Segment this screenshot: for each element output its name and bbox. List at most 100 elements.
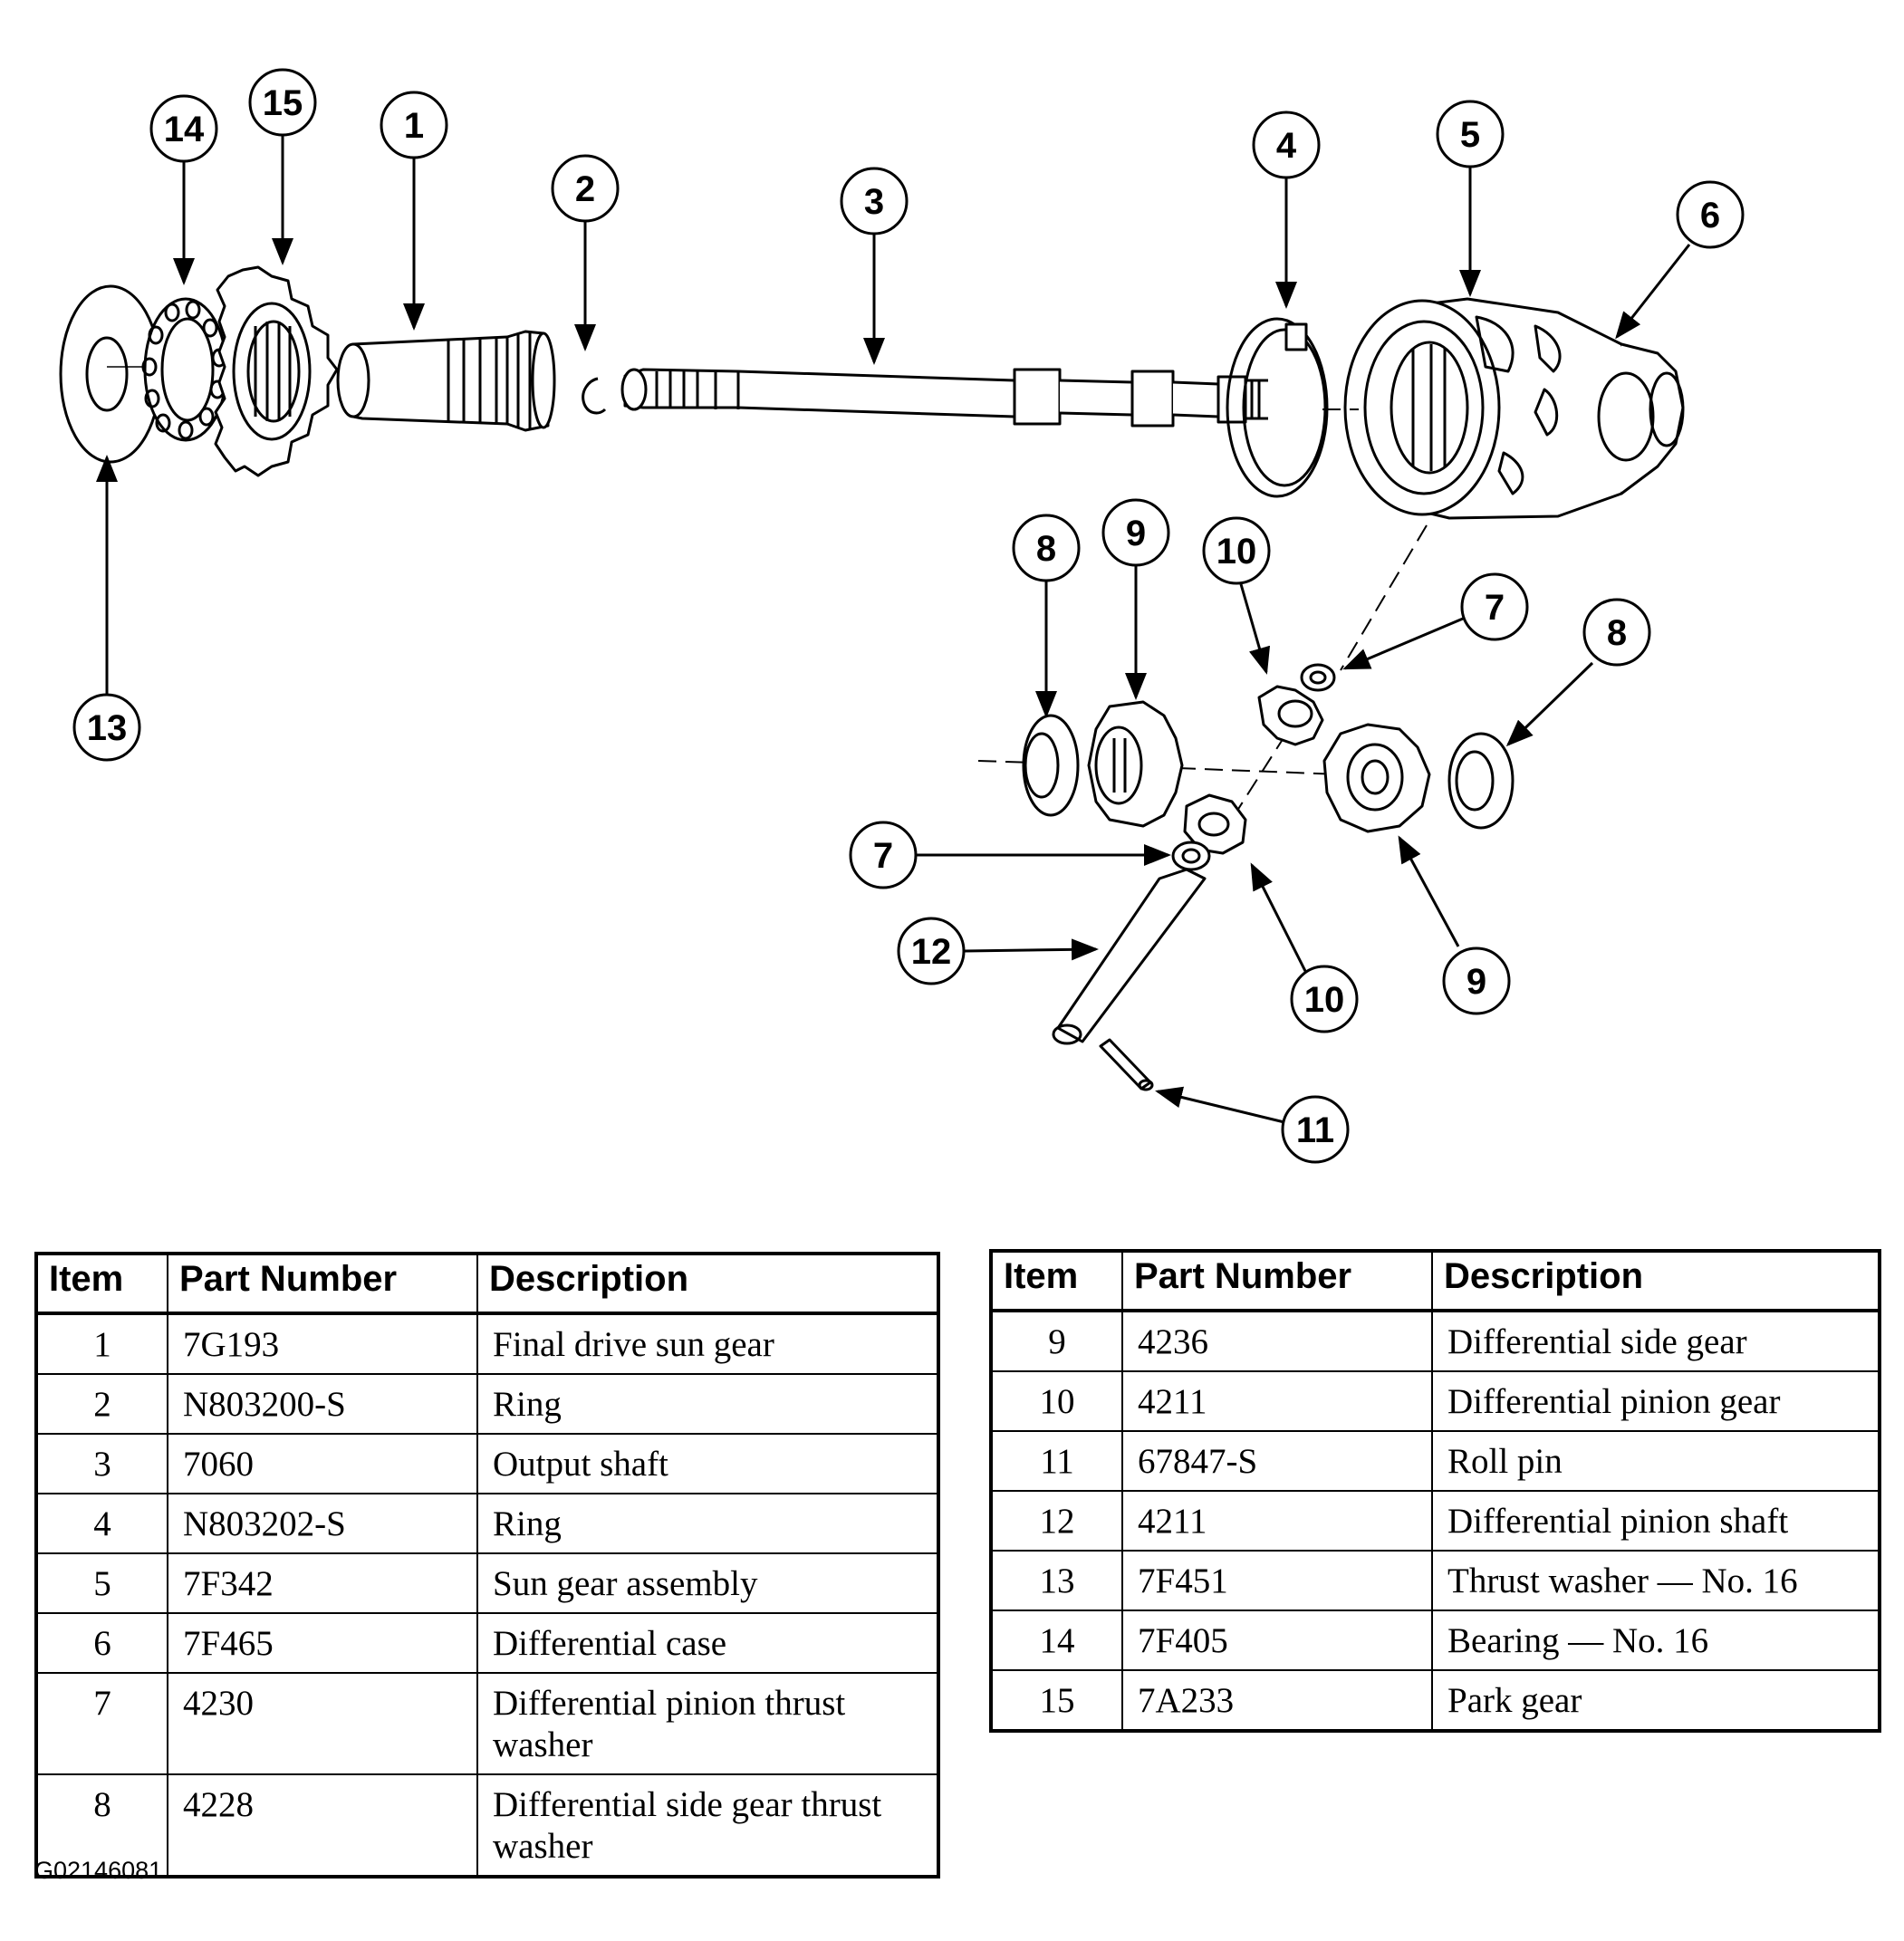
callout-9-right: 9 <box>1442 946 1511 1015</box>
callout-8-right: 8 <box>1582 598 1651 667</box>
park-gear-15-part <box>214 265 339 477</box>
callout-markers: 14 15 1 2 3 4 5 6 13 8 9 10 7 8 7 12 10 … <box>72 68 1745 1164</box>
item-cell: 3 <box>35 1433 168 1494</box>
callout-label: 11 <box>1296 1110 1334 1150</box>
column-header-item: Item <box>990 1250 1123 1312</box>
part-number-cell: 7A233 <box>1121 1669 1433 1732</box>
description-cell: Final drive sun gear <box>476 1312 939 1375</box>
callout-6: 6 <box>1676 180 1745 249</box>
part-number-cell: 7F451 <box>1121 1550 1433 1611</box>
leader-arrow-7-upper <box>1342 617 1464 670</box>
description-cell: Thrust washer — No. 16 <box>1431 1550 1880 1611</box>
part-number-cell: 7F405 <box>1121 1609 1433 1671</box>
item-cell: 1 <box>35 1312 168 1375</box>
sun-gear-assembly-5-part <box>1343 297 1650 520</box>
callout-2: 2 <box>551 154 620 223</box>
description-cell: Differential pinion thrust washer <box>476 1672 939 1775</box>
part-number-cell: 7F342 <box>167 1552 478 1614</box>
item-cell: 6 <box>35 1612 168 1674</box>
column-header-item: Item <box>35 1253 168 1315</box>
item-cell: 7 <box>35 1672 168 1775</box>
description-cell: Bearing — No. 16 <box>1431 1609 1880 1671</box>
pinion-shaft-12-part <box>1052 868 1207 1045</box>
pinion-gear-10-upper-part <box>1257 685 1324 746</box>
description-cell: Differential pinion shaft <box>1431 1490 1880 1552</box>
item-cell: 13 <box>990 1550 1123 1611</box>
callout-7-lower: 7 <box>849 821 918 889</box>
table-header-row: Item Part Number Description <box>35 1253 939 1315</box>
part-number-cell: 4211 <box>1121 1490 1433 1552</box>
part-number-cell: 4230 <box>167 1672 478 1775</box>
callout-15: 15 <box>248 68 317 137</box>
output-shaft-3-part <box>620 368 1268 428</box>
leader-arrow-11 <box>1155 1086 1289 1125</box>
callout-label: 3 <box>864 182 884 222</box>
column-header-part-number: Part Number <box>167 1253 478 1315</box>
description-cell: Park gear <box>1431 1669 1880 1732</box>
part-number-cell: 7060 <box>167 1433 478 1494</box>
differential-case-6-part <box>1597 342 1685 495</box>
callout-10-upper: 10 <box>1202 516 1271 585</box>
callout-14: 14 <box>149 94 218 163</box>
table-header-row: Item Part Number Description <box>990 1250 1880 1312</box>
part-number-cell: 4236 <box>1121 1310 1433 1372</box>
side-gear-thrust-washer-8-left-part <box>1022 714 1080 817</box>
bearing-14-part <box>141 297 228 442</box>
column-header-description: Description <box>476 1253 939 1315</box>
callout-label: 13 <box>87 708 128 748</box>
callout-label: 2 <box>575 169 595 209</box>
part-number-cell: 7G193 <box>167 1312 478 1375</box>
callout-label: 10 <box>1216 532 1257 572</box>
leader-arrow-8-right <box>1505 661 1594 747</box>
callout-9-left: 9 <box>1101 498 1170 567</box>
part-number-cell: 7F465 <box>167 1612 478 1674</box>
leader-arrows <box>96 131 1691 1125</box>
callout-label: 9 <box>1466 962 1486 1002</box>
callout-3: 3 <box>840 167 909 235</box>
callout-1: 1 <box>380 91 448 159</box>
callout-11: 11 <box>1281 1095 1350 1164</box>
callout-label: 10 <box>1304 980 1345 1020</box>
description-cell: Sun gear assembly <box>476 1552 939 1614</box>
pinion-thrust-washer-7-lower-part <box>1171 841 1211 871</box>
column-header-part-number: Part Number <box>1121 1250 1433 1312</box>
item-cell: 5 <box>35 1552 168 1614</box>
leader-arrow-10-upper <box>1239 583 1271 675</box>
callout-label: 12 <box>911 932 952 972</box>
description-cell: Ring <box>476 1493 939 1554</box>
description-cell: Roll pin <box>1431 1430 1880 1492</box>
pinion-gear-10-lower-part <box>1183 793 1247 855</box>
callout-label: 15 <box>263 83 303 123</box>
callout-8-left: 8 <box>1012 514 1081 582</box>
item-cell: 4 <box>35 1493 168 1554</box>
roll-pin-11-part <box>1099 1038 1154 1091</box>
callout-label: 14 <box>164 110 205 149</box>
item-cell: 8 <box>35 1773 168 1878</box>
item-cell: 2 <box>35 1373 168 1435</box>
callout-label: 6 <box>1700 196 1720 235</box>
callout-label: 7 <box>1485 588 1505 628</box>
callout-13: 13 <box>72 693 141 762</box>
item-cell: 15 <box>990 1669 1123 1732</box>
leader-arrow-10-lower <box>1250 862 1311 979</box>
side-gear-thrust-washer-8-right-part <box>1447 732 1515 830</box>
column-header-description: Description <box>1431 1250 1880 1312</box>
description-cell: Differential pinion gear <box>1431 1370 1880 1432</box>
item-cell: 10 <box>990 1370 1123 1432</box>
exploded-view-diagram: 14 15 1 2 3 4 5 6 13 8 9 10 7 8 7 12 10 … <box>59 68 1745 1164</box>
part-number-cell: N803200-S <box>167 1373 478 1435</box>
callout-12: 12 <box>897 917 966 985</box>
callout-label: 5 <box>1460 115 1480 155</box>
ring-4-part <box>1226 317 1329 498</box>
